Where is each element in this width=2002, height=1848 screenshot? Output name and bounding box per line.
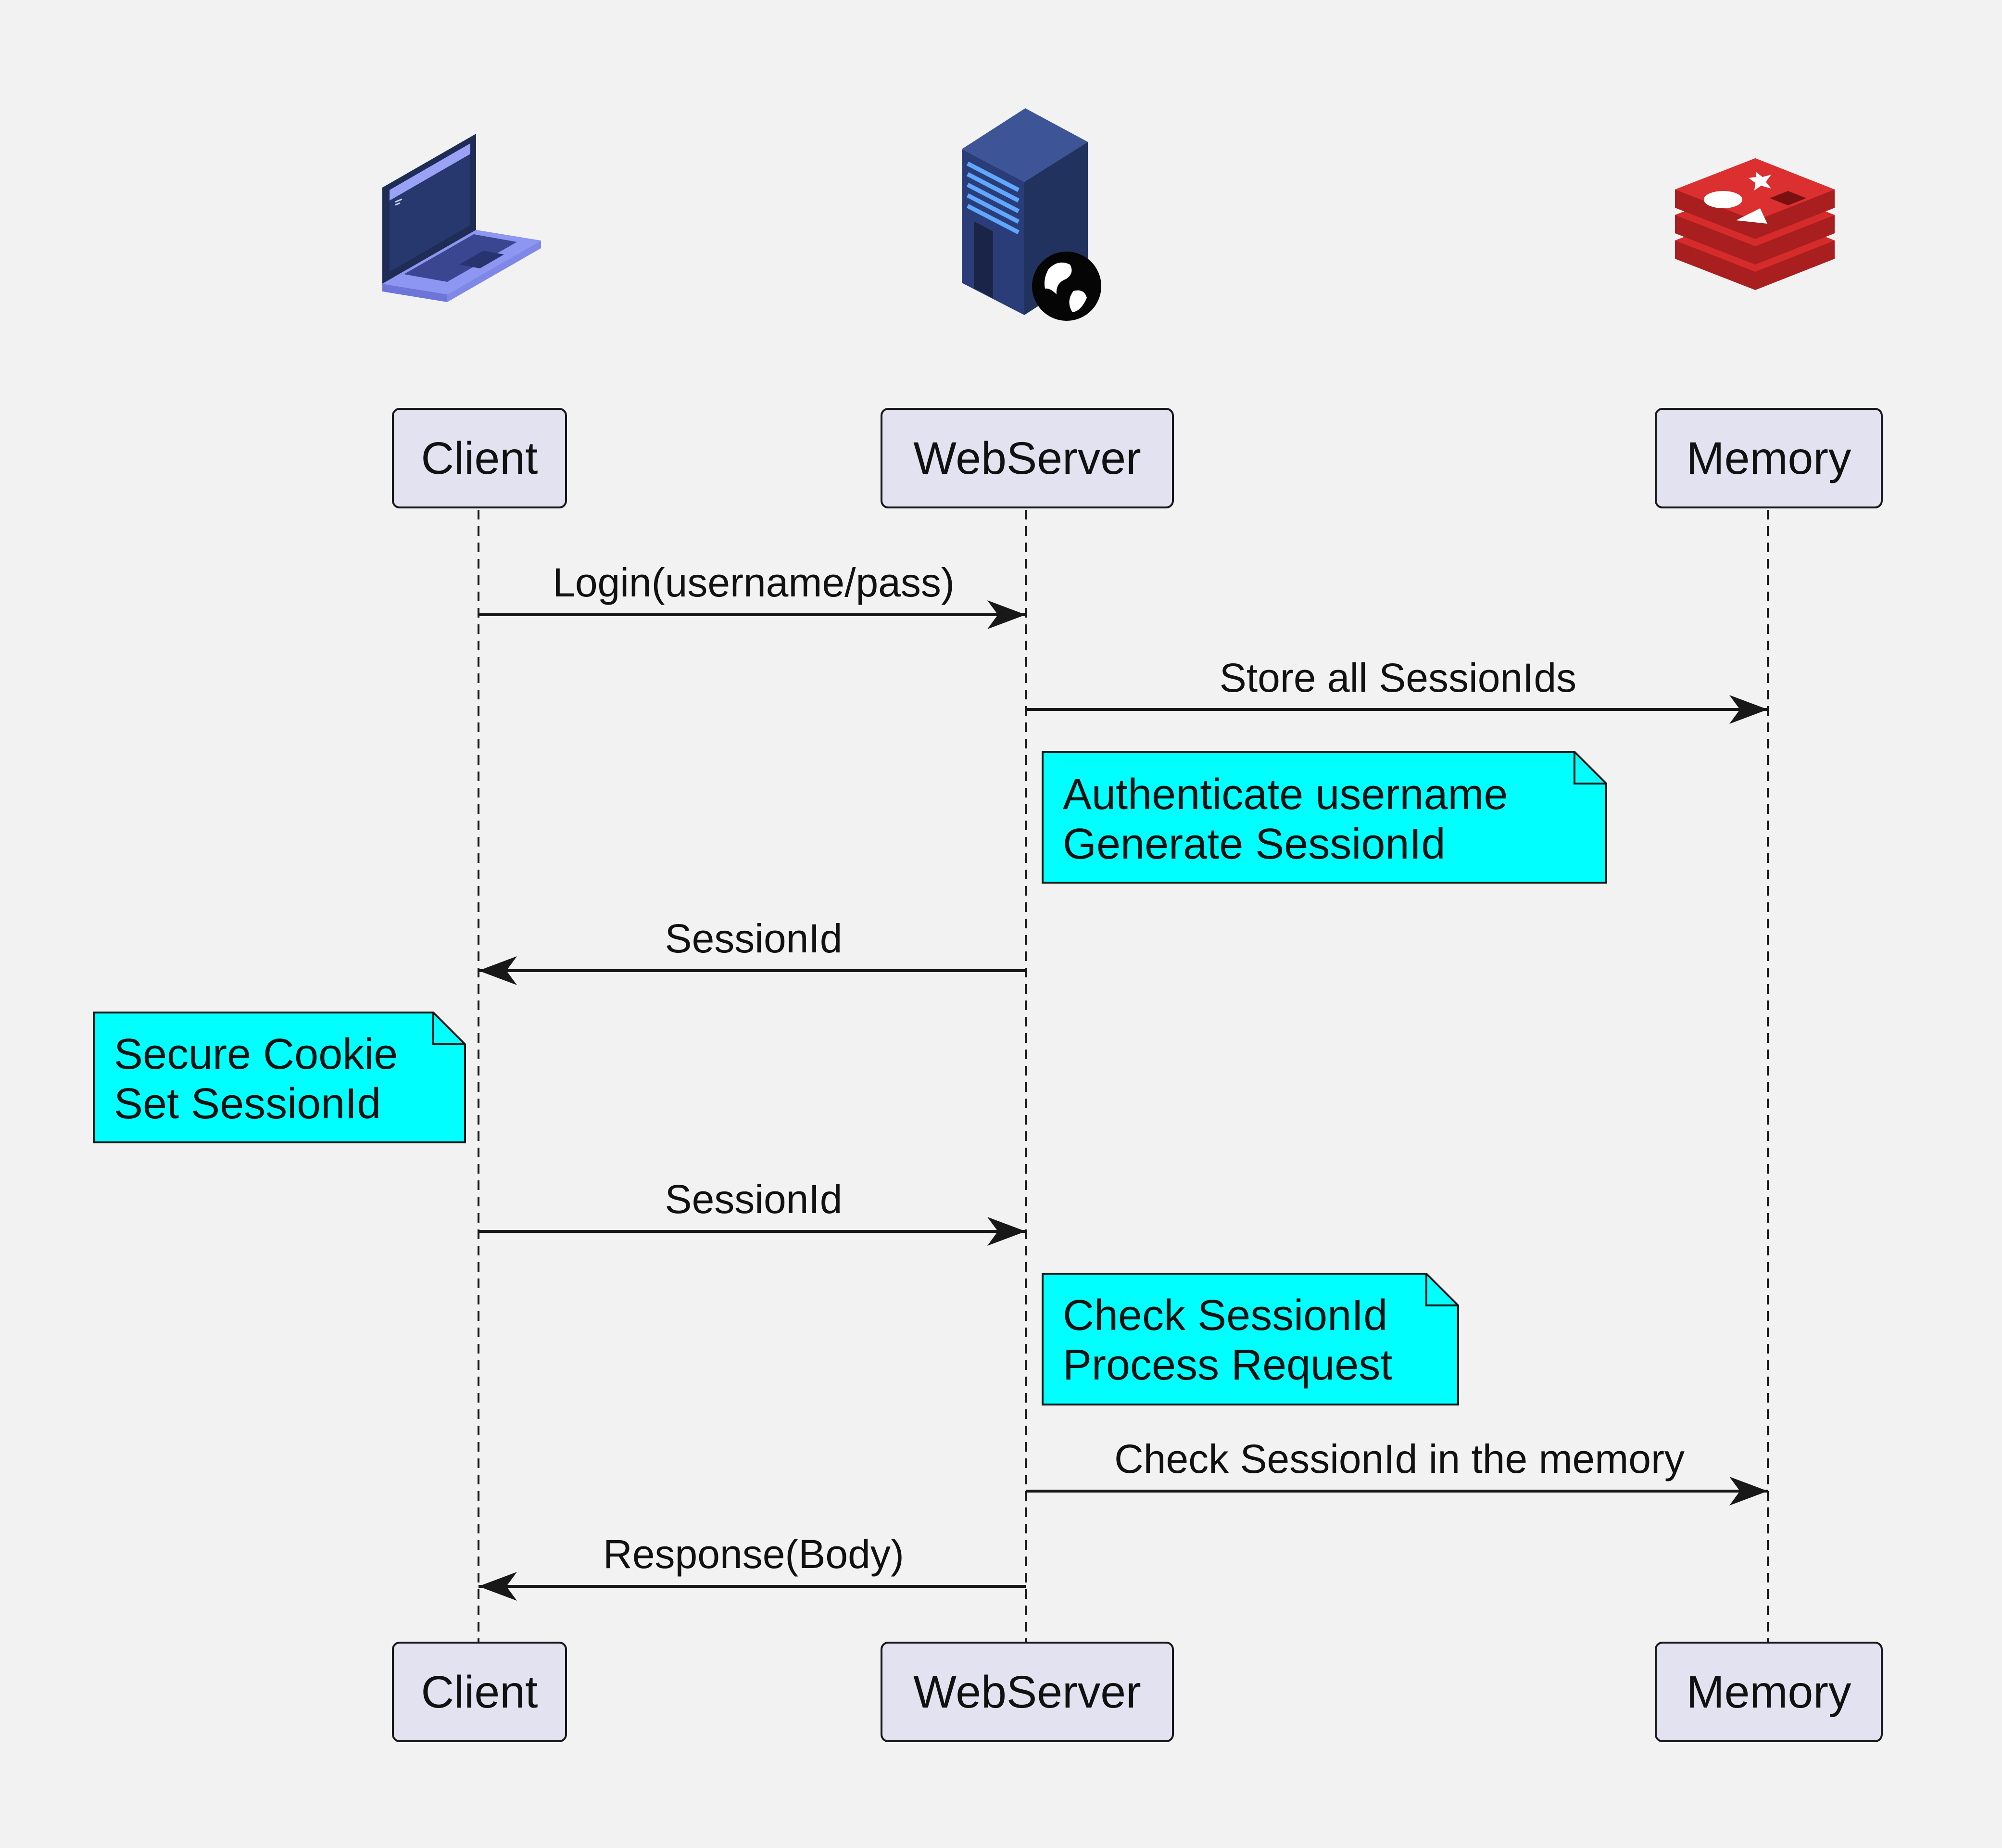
- message-label: SessionId: [665, 916, 843, 961]
- message-label: SessionId: [665, 1177, 843, 1222]
- participant-webserver-top: WebServer: [881, 408, 1174, 508]
- web-server-icon: [962, 108, 1101, 321]
- participant-client-bottom: Client: [392, 1642, 567, 1742]
- message-check-session-memory: Check SessionId in the memory: [1026, 1436, 1768, 1506]
- note-authenticate: Authenticate username Generate SessionId: [1042, 751, 1607, 884]
- participant-label: Memory: [1686, 1667, 1851, 1718]
- participant-memory-top: Memory: [1655, 408, 1883, 508]
- note-check-session: Check SessionId Process Request: [1042, 1273, 1459, 1405]
- note-line: Generate SessionId: [1063, 820, 1446, 868]
- message-login: Login(username/pass): [478, 560, 1026, 629]
- participant-label: WebServer: [913, 1667, 1141, 1718]
- message-session-id-request: SessionId: [478, 1177, 1026, 1246]
- participant-label: WebServer: [913, 433, 1141, 484]
- note-line: Secure Cookie: [114, 1030, 398, 1078]
- note-line: Set SessionId: [114, 1080, 381, 1128]
- message-label: Response(Body): [603, 1532, 904, 1577]
- message-label: Check SessionId in the memory: [1114, 1436, 1685, 1481]
- laptop-icon: [382, 134, 541, 302]
- message-label: Store all SessionIds: [1220, 655, 1576, 700]
- participant-client-top: Client: [392, 408, 567, 508]
- message-response-body: Response(Body): [478, 1532, 1026, 1601]
- participant-memory-bottom: Memory: [1655, 1642, 1883, 1742]
- note-line: Check SessionId: [1063, 1291, 1387, 1340]
- note-secure-cookie: Secure Cookie Set SessionId: [93, 1012, 466, 1143]
- participant-label: Memory: [1686, 433, 1851, 484]
- note-line: Authenticate username: [1063, 771, 1508, 819]
- redis-icon: [1675, 158, 1835, 290]
- note-line: Process Request: [1063, 1341, 1392, 1389]
- message-session-id-response: SessionId: [478, 916, 1026, 985]
- participant-label: Client: [421, 1667, 538, 1718]
- participant-webserver-bottom: WebServer: [881, 1642, 1174, 1742]
- message-store-session-ids: Store all SessionIds: [1026, 655, 1768, 724]
- message-label: Login(username/pass): [553, 560, 955, 605]
- participant-label: Client: [421, 433, 538, 484]
